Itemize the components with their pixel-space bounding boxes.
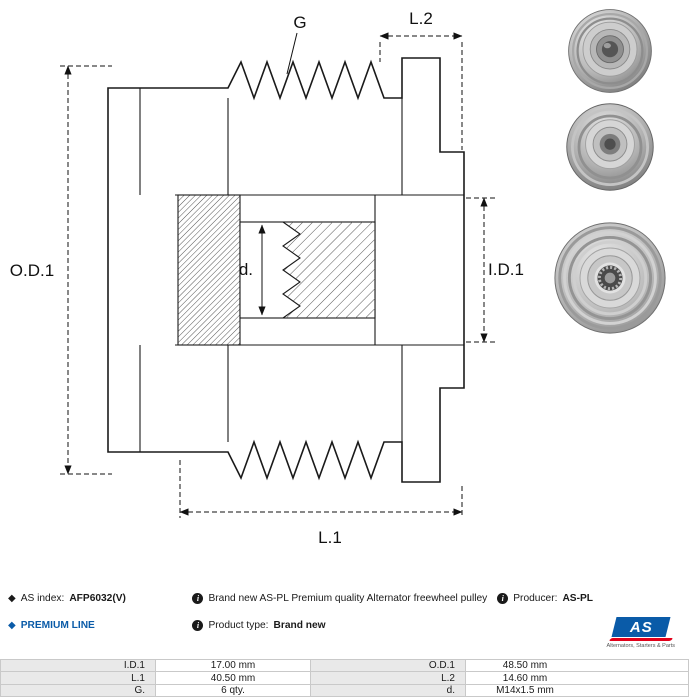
as-logo-tagline: Alternators, Starters & Parts [606, 643, 675, 649]
as-logo-text: AS [629, 618, 653, 636]
spec-value-g: 6 qty. [156, 684, 311, 697]
dim-label-d: d. [239, 260, 253, 279]
as-logo-swoosh [608, 638, 674, 641]
as-index-value: AFP6032(V) [69, 593, 126, 604]
as-pl-logo: AS Alternators, Starters & Parts [607, 617, 675, 649]
product-description: Brand new AS-PL Premium quality Alternat… [208, 593, 488, 604]
premium-diamond-icon: ◆ [8, 619, 16, 631]
premium-line-row: ◆ PREMIUM LINE [8, 617, 182, 634]
dim-label-g: G [293, 13, 306, 32]
spec-value-l1: 40.50 mm [156, 672, 311, 685]
technical-drawing: O.D.1 G L.2 d. I.D.1 [10, 9, 524, 547]
pulley-outline [107, 57, 465, 483]
info-icon: i [192, 620, 204, 631]
spec-value-id1: 17.00 mm [156, 660, 311, 673]
product-type-value: Brand new [273, 620, 326, 631]
spec-label-l2: L.2 [311, 672, 466, 685]
spline-section [177, 194, 241, 346]
product-type-label: Product type: [208, 620, 269, 631]
dim-label-l1: L.1 [318, 528, 342, 547]
info-icon: i [192, 593, 204, 604]
dimension-l1: L.1 [179, 460, 463, 547]
product-photo-angled-top [567, 9, 652, 93]
as-index-label: AS index: [20, 593, 65, 604]
top-section: O.D.1 G L.2 d. I.D.1 [10, 0, 689, 552]
spec-value-d: M14x1.5 mm [466, 684, 689, 697]
premium-line-label: PREMIUM LINE [20, 620, 95, 631]
dim-label-id1: I.D.1 [488, 260, 524, 279]
diamond-icon: ◆ [8, 592, 16, 604]
product-photo-angled-side [565, 103, 654, 191]
dimension-id1: I.D.1 [466, 197, 524, 343]
dimension-g: G [286, 13, 307, 75]
product-photo-front [553, 222, 666, 334]
dim-label-od1: O.D.1 [10, 261, 54, 280]
spec-label-id1: I.D.1 [1, 660, 156, 673]
as-index-row: ◆ AS index: AFP6032(V) [8, 590, 182, 607]
product-info: ◆ AS index: AFP6032(V) ◆ PREMIUM LINE i … [0, 590, 689, 649]
description-row: i Brand new AS-PL Premium quality Altern… [192, 590, 487, 607]
spec-value-l2: 14.60 mm [466, 672, 689, 685]
spec-label-l1: L.1 [1, 672, 156, 685]
dimension-od1: O.D.1 [10, 65, 112, 475]
product-type-row: i Product type: Brand new [192, 617, 487, 634]
info-column-producer: i Producer: AS-PL AS Alternators, Starte… [497, 590, 681, 649]
logo-row: AS Alternators, Starters & Parts [497, 617, 681, 649]
spec-label-d: d. [311, 684, 466, 697]
product-photos [530, 0, 689, 552]
info-column-description: i Brand new AS-PL Premium quality Altern… [192, 590, 487, 649]
spec-label-od1: O.D.1 [311, 660, 466, 673]
producer-label: Producer: [513, 593, 558, 604]
dim-label-l2: L.2 [409, 9, 433, 28]
producer-value: AS-PL [562, 593, 593, 604]
dimension-l2: L.2 [379, 9, 463, 150]
as-logo-badge: AS [611, 617, 671, 637]
spec-label-g: G. [1, 684, 156, 697]
dimension-d: d. [239, 224, 266, 316]
producer-row: i Producer: AS-PL [497, 590, 681, 607]
spec-value-od1: 48.50 mm [466, 660, 689, 673]
info-column-index: ◆ AS index: AFP6032(V) ◆ PREMIUM LINE [8, 590, 182, 649]
info-icon: i [497, 593, 509, 604]
spec-table: I.D.1 17.00 mm O.D.1 48.50 mm L.1 40.50 … [0, 659, 689, 697]
